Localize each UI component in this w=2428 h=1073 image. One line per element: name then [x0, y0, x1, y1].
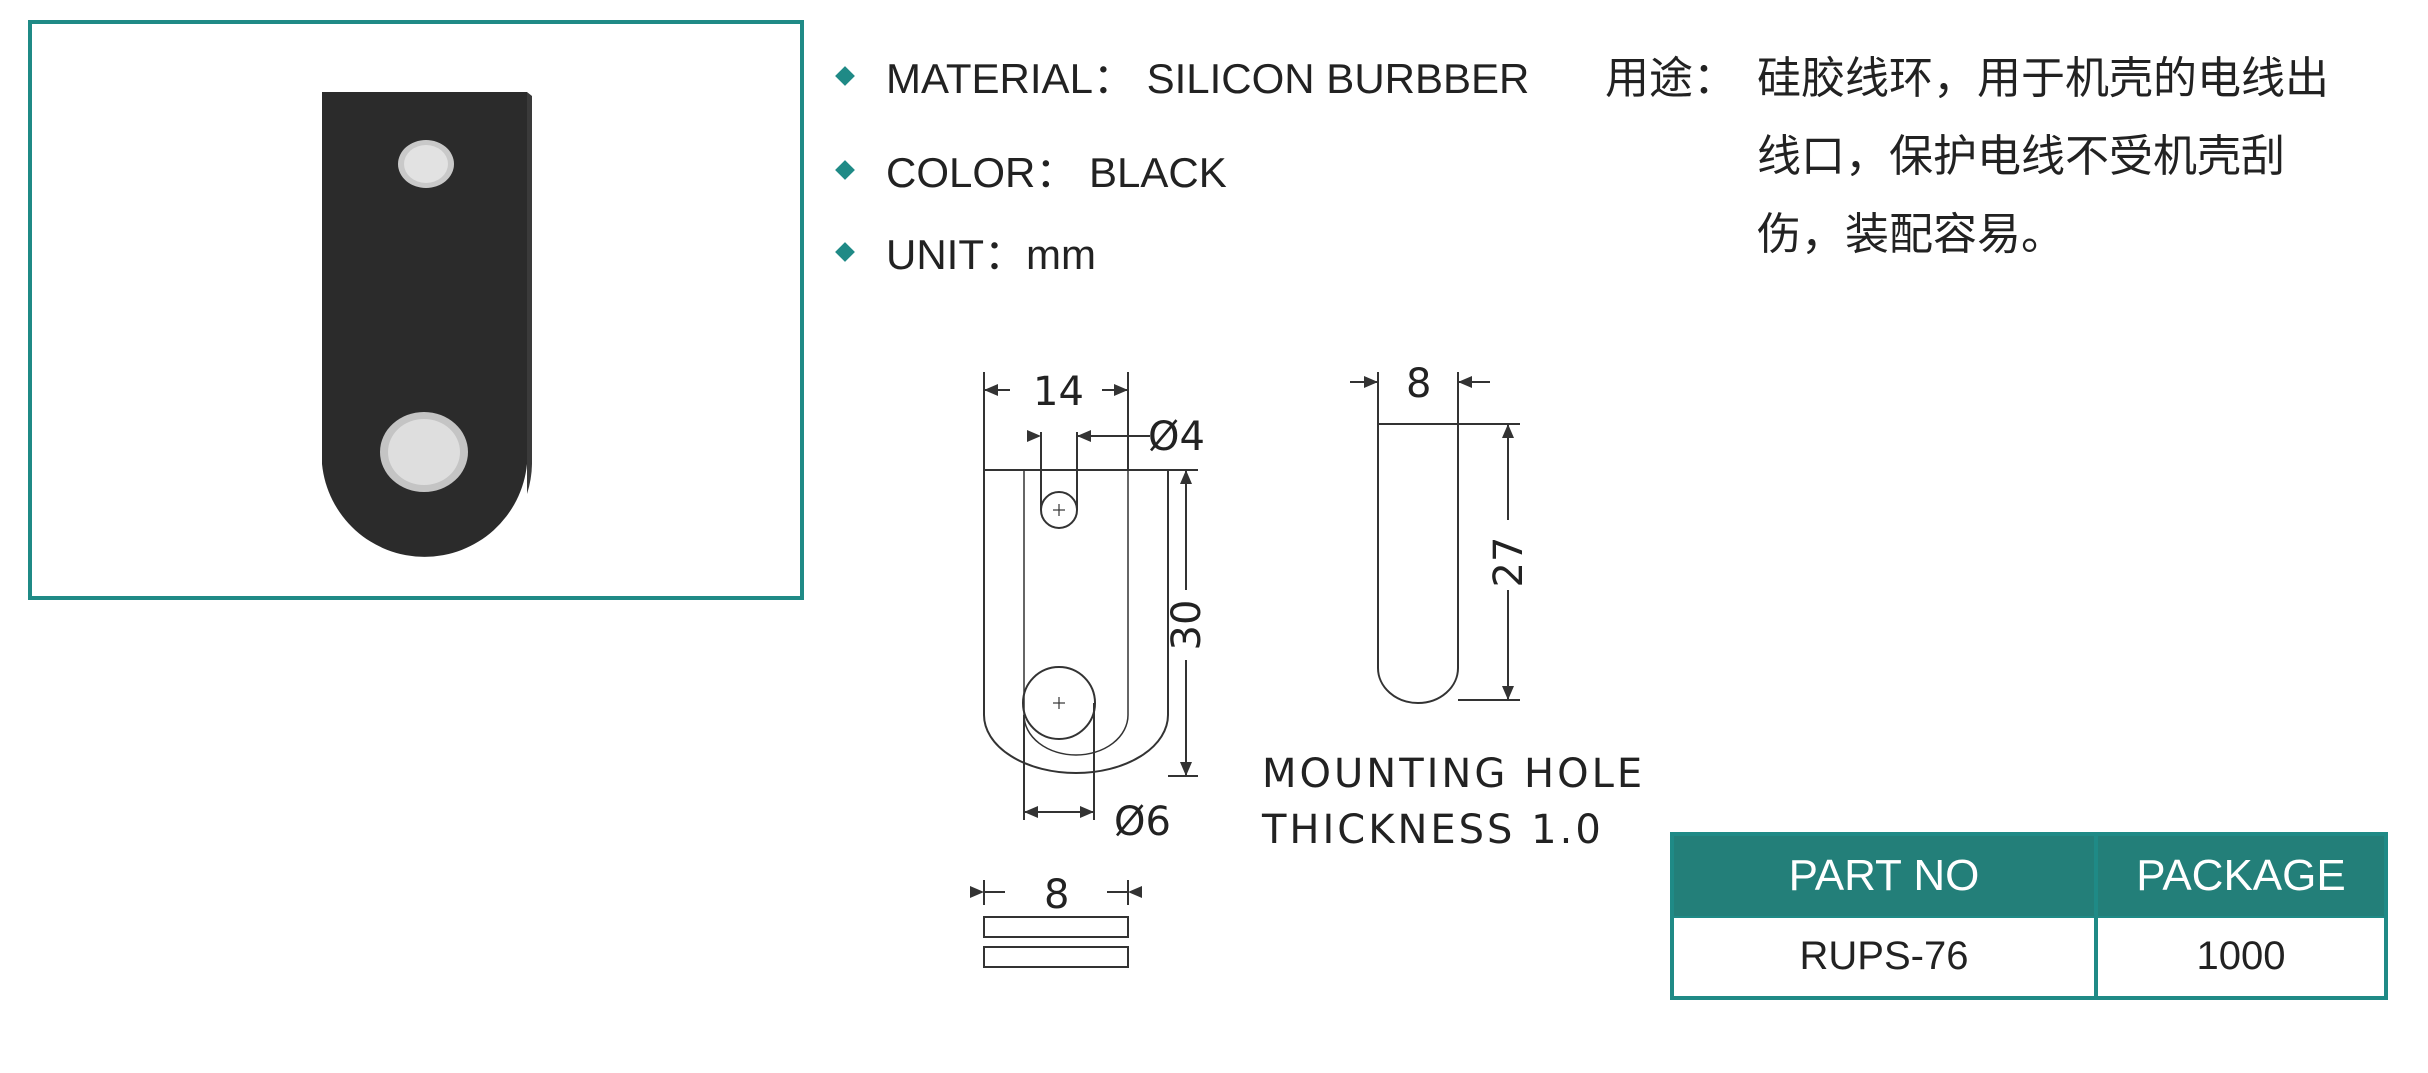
- header-part-no: PART NO: [1788, 851, 1980, 900]
- spec-unit: UNIT：mm: [835, 221, 1096, 282]
- spec-material: MATERIAL： SILICON BURBBER: [835, 45, 1530, 106]
- spec-unit-text: UNIT：mm: [886, 231, 1096, 278]
- usage-line-2: 线口，保护电线不受机壳刮: [1757, 131, 2285, 182]
- dim-side-height: 27: [1486, 537, 1532, 588]
- dim-side-width: 8: [1406, 361, 1431, 407]
- dim-width: 14: [1033, 369, 1084, 415]
- note-thickness: THICKNESS 1.0: [1261, 807, 1604, 853]
- header-package: PACKAGE: [2136, 851, 2346, 900]
- bottom-view-bottom: [983, 946, 1129, 968]
- cell-package: 1000: [2196, 933, 2286, 978]
- product-photo-frame: [28, 20, 804, 600]
- dim-length: 30: [1164, 600, 1210, 651]
- row-divider: [1674, 916, 2384, 918]
- cell-part-no: RUPS-76: [1799, 933, 1969, 978]
- front-view-outline: [983, 470, 1169, 774]
- side-view-outline: [1377, 423, 1459, 704]
- product-photo: [322, 92, 532, 557]
- usage-line-1: 硅胶线环，用于机壳的电线出: [1757, 53, 2329, 104]
- column-divider: [2094, 836, 2098, 996]
- note-mounting-hole: MOUNTING HOLE: [1262, 751, 1645, 797]
- spec-color: COLOR： BLACK: [835, 139, 1227, 200]
- dim-bottom-width: 8: [1044, 872, 1069, 918]
- bottom-view-top: [983, 916, 1129, 938]
- usage-label: 用途：: [1605, 53, 1737, 104]
- dim-small-hole: Ø4: [1148, 414, 1205, 460]
- spec-material-text: MATERIAL： SILICON BURBBER: [886, 55, 1530, 102]
- table-header: [1674, 836, 2384, 916]
- usage-line-3: 伤，装配容易。: [1757, 209, 2065, 260]
- package-table: PART NO PACKAGE RUPS-76 1000: [1670, 832, 2388, 1000]
- spec-color-text: COLOR： BLACK: [886, 149, 1227, 196]
- dim-large-hole: Ø6: [1114, 799, 1171, 845]
